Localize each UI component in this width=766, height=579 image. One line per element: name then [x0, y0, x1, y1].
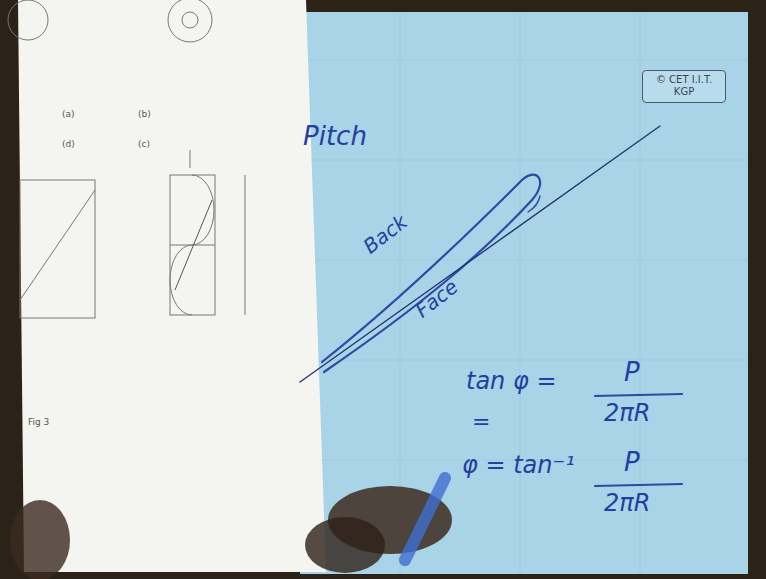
formula-denominator: 2πR	[604, 400, 650, 426]
fraction-bar	[595, 394, 682, 396]
white-sheet	[18, 0, 326, 572]
hand-and-pen	[10, 478, 452, 579]
formula-text: tan φ =	[466, 368, 557, 394]
formula-numerator: P	[624, 448, 640, 477]
fraction-bar	[595, 484, 682, 486]
figure-tag: (d)	[62, 140, 75, 150]
formula-numerator: P	[624, 358, 640, 387]
figure-tag: (a)	[62, 110, 75, 120]
watermark-text: © CET I.I.T. KGP	[647, 74, 721, 97]
blade-section	[300, 126, 682, 486]
paper-grid	[300, 12, 748, 574]
figure-tag: (c)	[138, 140, 150, 150]
blue-paper	[300, 12, 748, 574]
figure-tag: (b)	[138, 110, 151, 120]
formula-denominator: 2πR	[604, 490, 650, 516]
angle-arc	[528, 196, 540, 212]
figure-caption: Fig 3	[28, 418, 49, 428]
heading-word: Pitch	[303, 122, 367, 151]
watermark-box: © CET I.I.T. KGP	[642, 70, 726, 103]
formula-text: φ = tan⁻¹	[462, 452, 575, 478]
formula-text: =	[472, 410, 490, 434]
pitch-line	[300, 126, 660, 382]
sheet-figures	[8, 0, 245, 318]
